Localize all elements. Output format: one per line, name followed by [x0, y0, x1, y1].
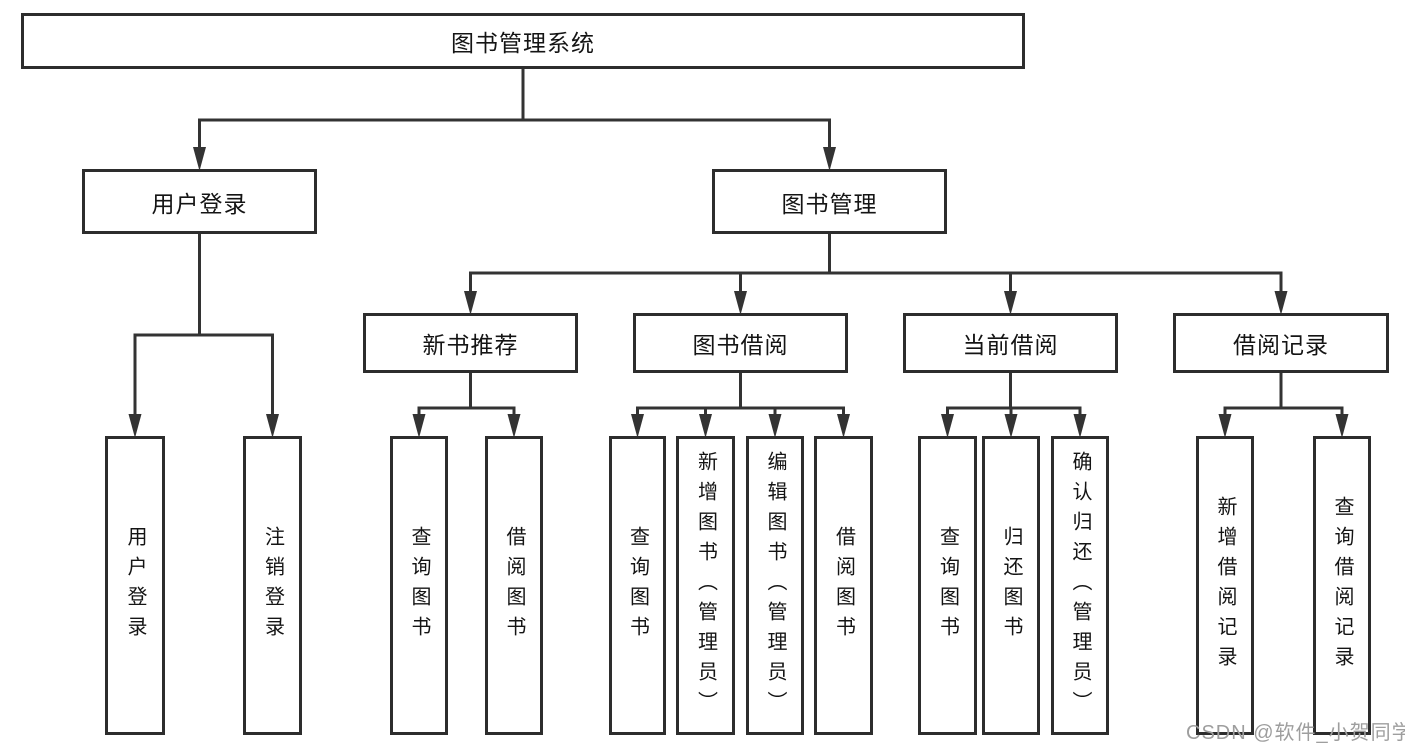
node-root: 图书管理系统: [21, 13, 1025, 69]
node-cb-return: 归还图书: [982, 436, 1040, 735]
node-bb-borrow: 借阅图书: [814, 436, 873, 735]
node-login-logout: 注销登录: [243, 436, 302, 735]
node-label: 借阅记录: [1233, 332, 1329, 358]
node-cb-query: 查询图书: [918, 436, 977, 735]
node-label: 图书管理: [781, 190, 878, 217]
node-label: 图书借阅: [692, 332, 789, 358]
node-label: 新书推荐: [422, 332, 519, 358]
node-cb: 当前借阅: [903, 313, 1118, 373]
node-label: 查询图书: [408, 525, 430, 646]
node-label: 用户登录: [124, 525, 146, 646]
node-label: 确认归还（管理员）: [1069, 450, 1091, 721]
node-label: 注销登录: [261, 525, 284, 646]
node-label: 归还图书: [1000, 525, 1022, 646]
node-bb: 图书借阅: [633, 313, 848, 373]
node-login: 用户登录: [82, 169, 317, 234]
node-label: 当前借阅: [962, 332, 1059, 358]
node-label: 新增图书（管理员）: [694, 450, 717, 721]
node-bb-edit: 编辑图书（管理员）: [746, 436, 804, 735]
node-login-user: 用户登录: [105, 436, 165, 735]
node-nb-borrow: 借阅图书: [485, 436, 543, 735]
node-label: 借阅图书: [832, 525, 855, 646]
node-label: 查询图书: [936, 525, 959, 646]
node-br-add: 新增借阅记录: [1196, 436, 1254, 735]
node-nb: 新书推荐: [363, 313, 578, 373]
node-cb-confirm: 确认归还（管理员）: [1051, 436, 1109, 735]
node-bb-query: 查询图书: [609, 436, 666, 735]
node-label: 用户登录: [151, 190, 248, 217]
node-nb-query: 查询图书: [390, 436, 448, 735]
node-br: 借阅记录: [1173, 313, 1389, 373]
node-bb-add: 新增图书（管理员）: [676, 436, 735, 735]
node-label: 编辑图书（管理员）: [764, 450, 786, 721]
node-label: 查询借阅记录: [1331, 495, 1353, 676]
node-label: 新增借阅记录: [1214, 495, 1236, 676]
node-br-query: 查询借阅记录: [1313, 436, 1371, 735]
node-label: 借阅图书: [503, 525, 525, 646]
node-label: 查询图书: [626, 525, 649, 646]
node-mgmt: 图书管理: [712, 169, 947, 234]
node-label: 图书管理系统: [451, 30, 595, 56]
